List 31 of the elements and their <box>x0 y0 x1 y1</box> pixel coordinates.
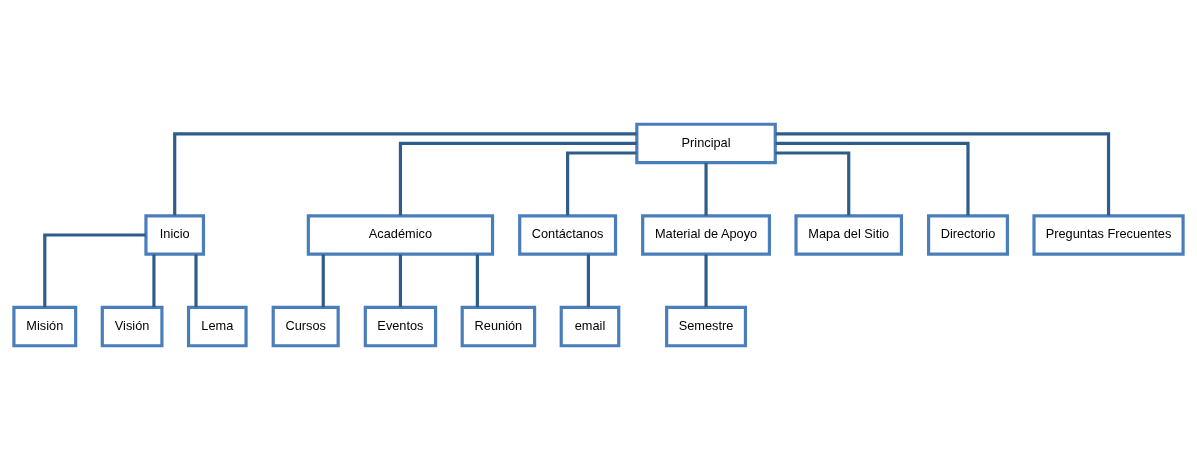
connector <box>152 254 156 308</box>
node-box: Mapa del Sitio <box>794 214 904 256</box>
connector <box>775 132 1111 216</box>
node-box: Contáctanos <box>518 214 618 256</box>
node-box: Semestre <box>665 305 748 348</box>
connector <box>475 254 479 308</box>
connector <box>398 254 403 308</box>
node-box: email <box>559 305 621 348</box>
node-box: Reunión <box>460 305 537 348</box>
node-box: Visión <box>100 305 164 348</box>
connector <box>586 254 590 308</box>
connector <box>704 254 708 308</box>
connector <box>43 233 146 308</box>
connector <box>398 141 637 216</box>
node-box: Eventos <box>363 305 438 348</box>
node-box: Académico <box>306 214 495 256</box>
connector <box>194 254 198 308</box>
node-box: Material de Apoyo <box>641 214 771 256</box>
connector <box>775 141 970 216</box>
connector <box>704 162 708 216</box>
node-box: Principal <box>635 122 777 165</box>
node-box: Cursos <box>271 305 340 348</box>
node-box: Inicio <box>144 214 206 256</box>
connector <box>775 151 851 216</box>
node-box: Preguntas Frecuentes <box>1032 214 1185 256</box>
connector <box>566 151 637 216</box>
node-box: Lema <box>186 305 248 348</box>
connector <box>321 254 325 308</box>
node-box: Misión <box>12 305 78 348</box>
node-box: Directorio <box>927 214 1009 256</box>
connector <box>173 132 637 216</box>
